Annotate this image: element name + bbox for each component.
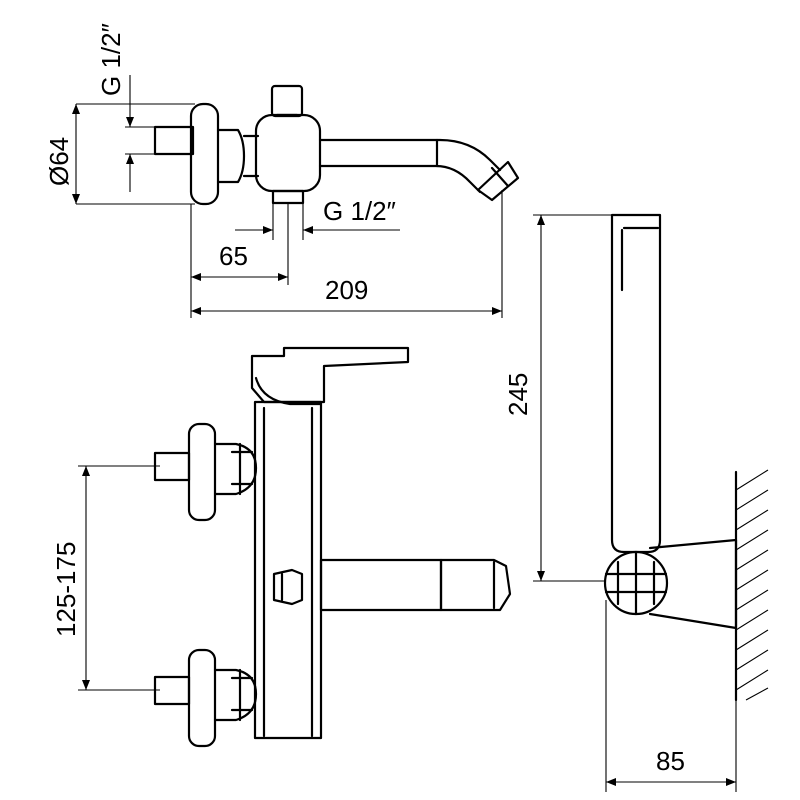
spout-tip-front xyxy=(439,558,512,612)
spout-front xyxy=(319,558,443,612)
center-distance-label: 125-175 xyxy=(51,542,81,637)
aerator-top xyxy=(476,160,520,202)
eccentric-top xyxy=(216,128,246,184)
mixer-body-top xyxy=(254,113,322,193)
spout-upper-line xyxy=(318,138,502,172)
handshower-height-label: 245 xyxy=(503,373,533,416)
offset-label: 65 xyxy=(219,241,248,271)
diverter-knob xyxy=(272,568,304,606)
side-view: 245 85 xyxy=(503,213,769,792)
wall-depth-label: 85 xyxy=(656,746,685,776)
spout-lower-line xyxy=(318,164,482,194)
upper-rosette xyxy=(187,422,217,522)
lower-inlet-stub xyxy=(153,675,191,706)
rosette-top xyxy=(189,102,220,206)
front-view: 125-175 xyxy=(51,346,512,748)
upper-inlet-stub xyxy=(153,451,191,482)
wall-hatching xyxy=(735,469,769,701)
bottom-outlet-top xyxy=(271,189,305,205)
bottom-thread-label: G 1/2″ xyxy=(323,196,396,226)
lever-handle-front xyxy=(250,346,410,404)
upper-eccentric xyxy=(213,442,258,496)
top-thread-label: G 1/2″ xyxy=(96,23,126,96)
diameter-label: Ø64 xyxy=(44,137,74,186)
hand-shower xyxy=(610,213,662,554)
lower-rosette xyxy=(187,648,217,748)
lever-stem-top xyxy=(270,84,304,118)
lower-eccentric xyxy=(213,668,258,722)
total-length-label: 209 xyxy=(325,275,368,305)
inlet-stub-top xyxy=(153,125,195,156)
top-view: G 1/2″ Ø64 G 1/2″ 65 209 xyxy=(44,23,520,318)
